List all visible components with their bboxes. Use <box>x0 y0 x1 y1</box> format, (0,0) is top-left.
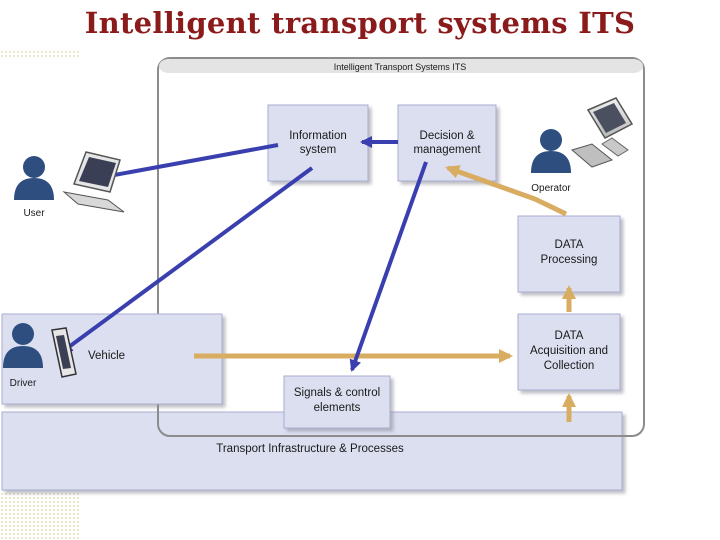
information-system-label-2: system <box>300 144 336 156</box>
its-container: Intelligent Transport Systems ITS <box>157 57 645 437</box>
decorative-pattern-top <box>0 50 80 58</box>
tan-arrows <box>194 165 576 422</box>
laptop-icon <box>62 151 125 213</box>
vehicle-label: Vehicle <box>88 350 125 362</box>
data-acquisition-label-2: Acquisition and <box>530 345 608 357</box>
user-label: User <box>23 208 45 219</box>
operator-label: Operator <box>531 183 571 194</box>
information-system-label-1: Information <box>289 130 347 142</box>
data-acquisition-label-1: DATA <box>555 330 584 342</box>
data-processing-box: DATA Processing <box>517 215 621 293</box>
decision-management-label-2: management <box>413 144 481 156</box>
keyboard-icon <box>570 143 614 168</box>
mobile-device-icon <box>51 327 77 378</box>
data-processing-label-2: Processing <box>541 254 598 266</box>
signals-control-label-2: elements <box>314 402 361 414</box>
driver-actor: Driver <box>3 323 77 389</box>
decorative-pattern-bottom <box>0 492 80 540</box>
decision-management-label-1: Decision & <box>420 130 475 142</box>
decision-management-box: Decision & management <box>397 104 497 182</box>
signals-control-box: Signals & control elements <box>283 375 391 429</box>
user-actor: User <box>14 151 125 219</box>
arrow-decision-to-signals <box>349 161 428 372</box>
operator-actor: Operator <box>531 97 634 194</box>
arrow-processing-to-decision <box>445 165 568 217</box>
data-acquisition-box: DATA Acquisition and Collection <box>517 313 621 391</box>
operator-person-icon <box>531 129 571 173</box>
arrow-information-to-user <box>96 143 279 183</box>
information-system-box: Information system <box>267 104 369 182</box>
data-processing-label-1: DATA <box>555 239 584 251</box>
container-label: Intelligent Transport Systems ITS <box>334 62 467 72</box>
computer-monitor-icon <box>586 97 634 157</box>
driver-person-icon <box>3 323 43 368</box>
signals-control-label-1: Signals & control <box>294 387 380 399</box>
arrow-information-to-driver <box>60 166 314 354</box>
infrastructure-label: Transport Infrastructure & Processes <box>216 443 404 455</box>
slide-title: Intelligent transport systems ITS <box>84 6 636 40</box>
blue-arrows <box>60 136 428 372</box>
data-acquisition-label-3: Collection <box>544 360 595 372</box>
driver-label: Driver <box>10 378 37 389</box>
user-person-icon <box>14 156 54 200</box>
